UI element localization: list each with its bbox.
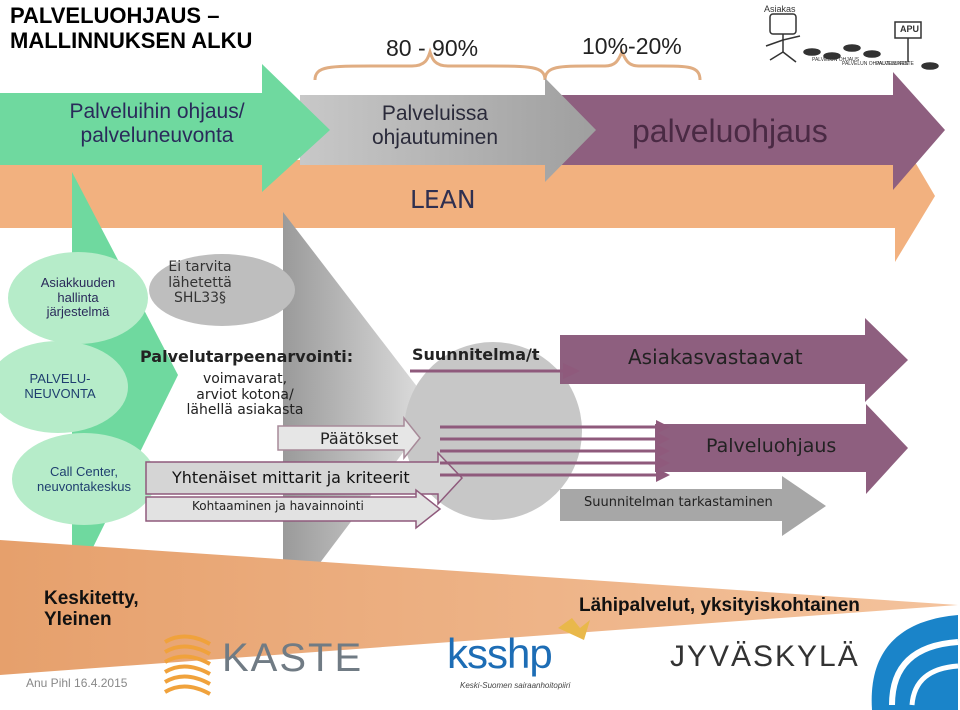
service-guidance-label: Palveluohjaus: [706, 435, 837, 457]
left-item-3: Call Center, neuvontakeskus: [20, 464, 148, 494]
assessment-line-1: voimavarat,: [202, 371, 288, 387]
bottom-left-line-1: Keskitetty,: [44, 588, 139, 609]
sketch-label-1: PALVELUN OHJAUS: [812, 57, 860, 63]
asiakasvastaavat-arrow: [560, 318, 908, 402]
ksshp-bird-icon: [558, 618, 590, 640]
sketch-label-3: PALVELU-PISTE: [876, 61, 914, 67]
left-item-2-line-2: NEUVONTA: [24, 385, 96, 401]
left-item-1: Asiakkuuden hallinta järjestelmä: [20, 275, 136, 320]
city-swirl-logo: [871, 615, 959, 710]
palveluohjaus-band-arrow: [545, 72, 945, 190]
author-date: Anu Pihl 16.4.2015: [26, 676, 128, 690]
assessment-title: Palvelutarpeenarvointi:: [140, 347, 354, 366]
sketch-illustration: [765, 13, 939, 70]
left-item-1-line-2: hallinta: [57, 289, 99, 305]
palveluohjaus-arrow: [655, 404, 908, 494]
band-green-line-1: Palveluihin ohjaus/: [69, 100, 245, 123]
bottom-left-label: Keskitetty, Yleinen: [44, 588, 139, 631]
coaching-label: Kohtaaminen ja havainnointi: [192, 499, 364, 513]
band-gray-line-2: ohjautuminen: [371, 125, 499, 149]
left-ellipse-callcenter: [12, 433, 156, 525]
palveluneuvonta-band-arrow: [0, 64, 330, 192]
tarkastaminen-arrow: [560, 476, 826, 536]
criteria-label: Yhtenäiset mittarit ja kriteerit: [172, 468, 410, 487]
percent-left: 80 - 90%: [386, 35, 479, 61]
kaste-logo-mark: [163, 634, 211, 696]
title-line-1: PALVELUOHJAUS –: [10, 3, 220, 28]
left-item-2: PALVELU- NEUVONTA: [5, 371, 115, 401]
left-item-3-line-2: neuvontakeskus: [37, 478, 131, 494]
percent-right: 10%-20%: [582, 33, 682, 59]
band-purple-label: palveluohjaus: [632, 113, 828, 149]
ksshp-subtitle: Keski-Suomen sairaanhoitopiiri: [460, 681, 571, 690]
ohjautuminen-band-arrow: [300, 78, 596, 182]
customer-manager-label: Asiakasvastaavat: [628, 345, 803, 369]
bottom-orange-wedge: [0, 540, 958, 675]
plan-label: Suunnitelma/t: [412, 345, 540, 364]
sketch-label-2: PALVELUN OHJAUTUMINEN: [842, 61, 909, 67]
paatokset-arrow: [277, 415, 421, 461]
band-gray-line-1: Palveluissa: [381, 102, 489, 125]
sketch-word-asiakas: Asiakas: [764, 4, 796, 14]
shl33-line-3: SHL33§: [173, 290, 227, 307]
band-green-line-2: palveluneuvonta: [80, 123, 234, 147]
plan-connector-head: [563, 363, 580, 379]
shl33-line-1: Ei tarvita: [168, 259, 232, 275]
plan-review-label: Suunnitelman tarkastaminen: [584, 495, 773, 510]
kaste-logo-text: KASTE: [222, 636, 364, 680]
ksshp-logo-text: ksshp: [447, 630, 553, 677]
left-item-2-line-1: PALVELU-: [29, 371, 91, 386]
brace-right: [543, 48, 702, 81]
mittarit-arrow: [145, 451, 464, 506]
bottom-right-label: Lähipalvelut, yksityiskohtainen: [579, 595, 860, 616]
assessment-list: voimavarat, arviot kotona/ lähellä asiak…: [160, 371, 330, 419]
shl33-line-2: lähetettä: [168, 274, 232, 291]
band-green-label: Palveluihin ohjaus/ palveluneuvonta: [42, 100, 272, 147]
thin-arrows: [440, 420, 670, 482]
bottom-left-line-2: Yleinen: [44, 609, 112, 631]
page-title: PALVELUOHJAUS – MALLINNUKSEN ALKU: [10, 3, 253, 53]
jyvaskyla-logo-text: JYVÄSKYLÄ: [670, 640, 860, 673]
brace-left: [313, 47, 547, 81]
shl33-ellipse: [149, 254, 295, 326]
left-ellipse-palveluneuvonta: [0, 341, 128, 433]
assessment-line-3: lähellä asiakasta: [186, 402, 304, 419]
decisions-label: Päätökset: [320, 429, 399, 448]
left-item-1-line-3: järjestelmä: [46, 304, 110, 320]
title-line-2: MALLINNUKSEN ALKU: [10, 27, 253, 53]
band-gray-label: Palveluissa ohjautuminen: [330, 102, 540, 149]
left-ellipse-asiakkuuden: [8, 252, 148, 344]
lean-label: LEAN: [410, 185, 476, 214]
kohtaaminen-arrow: [145, 488, 442, 530]
left-item-1-line-1: Asiakkuuden: [40, 275, 116, 290]
assessment-line-2: arviot kotona/: [196, 386, 294, 403]
left-item-3-line-1: Call Center,: [50, 464, 118, 479]
shl33-ellipse-text: Ei tarvita lähetettä SHL33§: [160, 259, 240, 307]
sketch-word-apu: APU: [900, 24, 920, 34]
